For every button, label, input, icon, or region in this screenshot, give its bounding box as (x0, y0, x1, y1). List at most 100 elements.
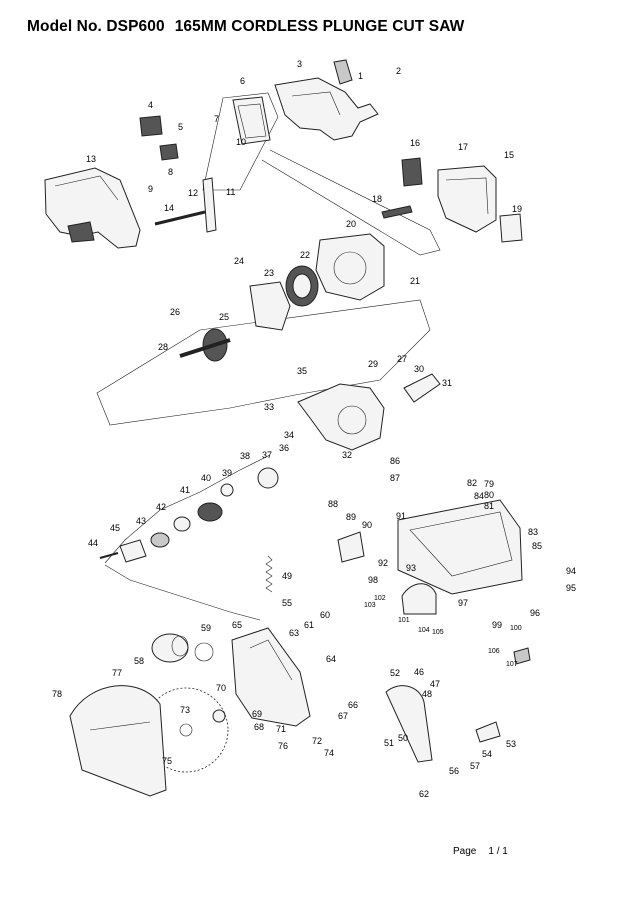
product-description: 165MM CORDLESS PLUNGE CUT SAW (174, 18, 465, 35)
dust-nozzle-58 (151, 633, 189, 663)
callout-13: 13 (86, 154, 96, 164)
callout-9: 9 (148, 184, 153, 194)
callout-37: 37 (262, 450, 272, 460)
callout-65: 65 (232, 620, 242, 630)
bevel-scale-90 (337, 531, 365, 563)
callout-77: 77 (112, 668, 122, 678)
callout-86: 86 (390, 456, 400, 466)
trigger-1 (333, 59, 353, 85)
callout-29: 29 (368, 359, 378, 369)
callout-102: 102 (374, 595, 386, 602)
motor-housing-20 (315, 233, 385, 301)
callout-30: 30 (414, 364, 424, 374)
blade-guard-77 (69, 685, 167, 797)
callout-87: 87 (390, 473, 400, 483)
callout-97: 97 (458, 598, 468, 608)
callout-26: 26 (170, 307, 180, 317)
terminal-19 (499, 213, 523, 243)
callout-22: 22 (300, 250, 310, 260)
callout-53: 53 (506, 739, 516, 749)
callout-41: 41 (180, 485, 190, 495)
callout-14: 14 (164, 203, 174, 213)
callout-58: 58 (134, 656, 144, 666)
label-plate-6 (232, 96, 271, 145)
spring-49 (265, 555, 273, 593)
callout-19: 19 (512, 204, 522, 214)
callout-1: 1 (358, 71, 363, 81)
callout-50: 50 (398, 733, 408, 743)
callout-47: 47 (430, 679, 440, 689)
callout-85: 85 (532, 541, 542, 551)
callout-51: 51 (384, 738, 394, 748)
page-number: 1 / 1 (488, 846, 508, 857)
callout-7: 7 (214, 114, 219, 124)
callout-39: 39 (222, 468, 232, 478)
callout-73: 73 (180, 705, 190, 715)
callout-72: 72 (312, 736, 322, 746)
callout-16: 16 (410, 138, 420, 148)
blade-case-65 (231, 627, 311, 727)
callout-95: 95 (566, 583, 576, 593)
base-91 (397, 499, 523, 595)
callout-46: 46 (414, 667, 424, 677)
callout-38: 38 (240, 451, 250, 461)
callout-5: 5 (178, 122, 183, 132)
callout-34: 34 (284, 430, 294, 440)
callout-64: 64 (326, 654, 336, 664)
lever-30 (403, 373, 441, 403)
callout-101: 101 (398, 617, 410, 624)
callout-66: 66 (348, 700, 358, 710)
callout-23: 23 (264, 268, 274, 278)
callout-12: 12 (188, 188, 198, 198)
callout-24: 24 (234, 256, 244, 266)
callout-43: 43 (136, 516, 146, 526)
callout-57: 57 (470, 761, 480, 771)
drive-train (99, 467, 279, 563)
callout-80: 80 (484, 490, 494, 500)
callout-10: 10 (236, 137, 246, 147)
gear-housing-32 (297, 383, 385, 451)
callout-82: 82 (467, 478, 477, 488)
callout-83: 83 (528, 527, 538, 537)
callout-90: 90 (362, 520, 372, 530)
callout-6: 6 (240, 76, 245, 86)
handle-housing-3 (274, 77, 379, 141)
callout-25: 25 (219, 312, 229, 322)
ring-59 (194, 642, 214, 662)
housing-17 (437, 165, 497, 233)
callout-104: 104 (418, 627, 430, 634)
guide-rail-52 (385, 685, 433, 763)
callout-11: 11 (226, 187, 235, 197)
callout-76: 76 (278, 741, 288, 751)
callout-71: 71 (276, 724, 286, 734)
callout-33: 33 (264, 402, 274, 412)
callout-42: 42 (156, 502, 166, 512)
callout-54: 54 (482, 749, 492, 759)
callout-20: 20 (346, 219, 356, 229)
callout-61: 61 (304, 620, 314, 630)
callout-74: 74 (324, 748, 334, 758)
callout-55: 55 (282, 598, 292, 608)
callout-36: 36 (279, 443, 289, 453)
callout-48: 48 (422, 689, 432, 699)
callout-35: 35 (297, 366, 307, 376)
callout-81: 81 (484, 501, 494, 511)
housing-13 (44, 167, 141, 249)
callout-31: 31 (442, 378, 452, 388)
lock-lever-11 (202, 177, 217, 233)
callout-68: 68 (254, 722, 264, 732)
callout-44: 44 (88, 538, 98, 548)
callout-8: 8 (168, 167, 173, 177)
callout-106: 106 (488, 648, 500, 655)
callout-28: 28 (158, 342, 168, 352)
switch-4 (139, 115, 163, 137)
callout-21: 21 (410, 276, 420, 286)
callout-79: 79 (484, 479, 494, 489)
bracket-23 (249, 281, 291, 331)
callout-3: 3 (297, 59, 302, 69)
callout-96: 96 (530, 608, 540, 618)
